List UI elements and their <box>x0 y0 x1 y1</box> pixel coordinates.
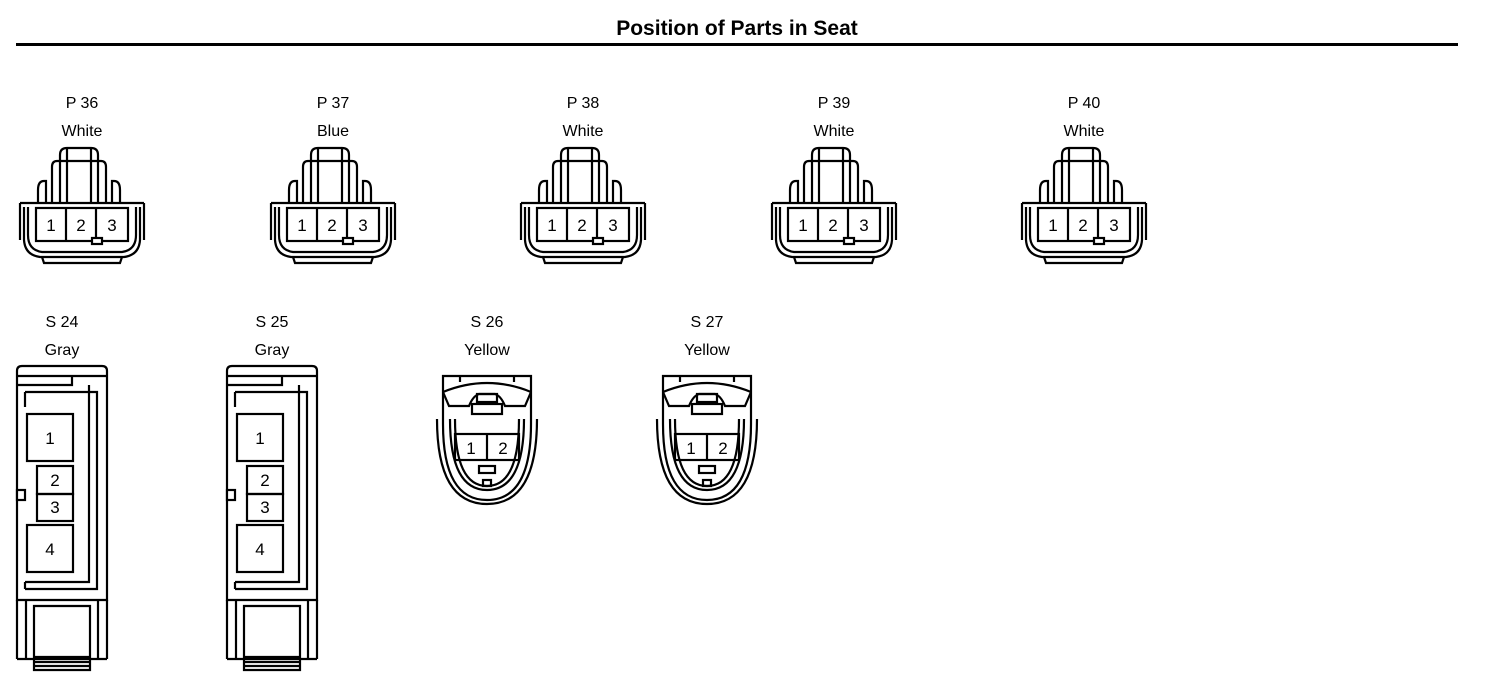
pin-label: 3 <box>859 216 868 235</box>
connector-code: P 39 <box>817 95 851 112</box>
connector-code: P 40 <box>1067 95 1101 112</box>
connector-4pin-drawing: 1 2 3 4 <box>15 364 109 672</box>
pin-label: 2 <box>260 471 269 490</box>
pin-label: 2 <box>76 216 85 235</box>
connector-3pin-drawing: 1 2 3 <box>519 146 647 265</box>
connector-color: Yellow <box>684 342 730 359</box>
pin-label: 3 <box>358 216 367 235</box>
pin-label: 2 <box>498 439 507 458</box>
page-title: Position of Parts in Seat <box>616 17 858 40</box>
connector-code: P 38 <box>566 95 600 112</box>
connector-2pin-drawing: 1 2 <box>435 374 539 506</box>
pin-label: 4 <box>45 540 54 559</box>
pin-label: 3 <box>260 498 269 517</box>
title-rule <box>16 43 1458 46</box>
pin-label: 3 <box>608 216 617 235</box>
connector-color: Blue <box>316 123 350 140</box>
connector-3pin-drawing: 1 2 3 <box>18 146 146 265</box>
pin-label: 3 <box>107 216 116 235</box>
connector-code: P 37 <box>316 95 350 112</box>
pin-label: 2 <box>327 216 336 235</box>
pin-label: 3 <box>1109 216 1118 235</box>
connector-color: White <box>1063 123 1105 140</box>
connector-color: White <box>562 123 604 140</box>
connector-code: S 26 <box>470 314 504 331</box>
pin-label: 3 <box>50 498 59 517</box>
pin-label: 1 <box>297 216 306 235</box>
connector-color: White <box>61 123 103 140</box>
pin-label: 1 <box>255 429 264 448</box>
connector-code: S 27 <box>690 314 724 331</box>
connector-4pin-drawing: 1 2 3 4 <box>225 364 319 672</box>
connector-color: White <box>813 123 855 140</box>
pin-label: 1 <box>45 429 54 448</box>
pin-label: 1 <box>1048 216 1057 235</box>
pin-label: 2 <box>577 216 586 235</box>
connector-3pin-drawing: 1 2 3 <box>269 146 397 265</box>
connector-color: Gray <box>254 342 290 359</box>
pin-label: 1 <box>46 216 55 235</box>
connector-code: S 25 <box>255 314 289 331</box>
connector-color: Yellow <box>464 342 510 359</box>
pin-label: 2 <box>50 471 59 490</box>
pin-label: 1 <box>798 216 807 235</box>
connector-3pin-drawing: 1 2 3 <box>1020 146 1148 265</box>
connector-code: P 36 <box>65 95 99 112</box>
pin-label: 2 <box>718 439 727 458</box>
pin-label: 1 <box>466 439 475 458</box>
connector-3pin-drawing: 1 2 3 <box>770 146 898 265</box>
pin-label: 4 <box>255 540 264 559</box>
pin-label: 1 <box>547 216 556 235</box>
connector-color: Gray <box>44 342 80 359</box>
pin-label: 1 <box>686 439 695 458</box>
connector-code: S 24 <box>45 314 79 331</box>
connector-2pin-drawing: 1 2 <box>655 374 759 506</box>
pin-label: 2 <box>828 216 837 235</box>
pin-label: 2 <box>1078 216 1087 235</box>
